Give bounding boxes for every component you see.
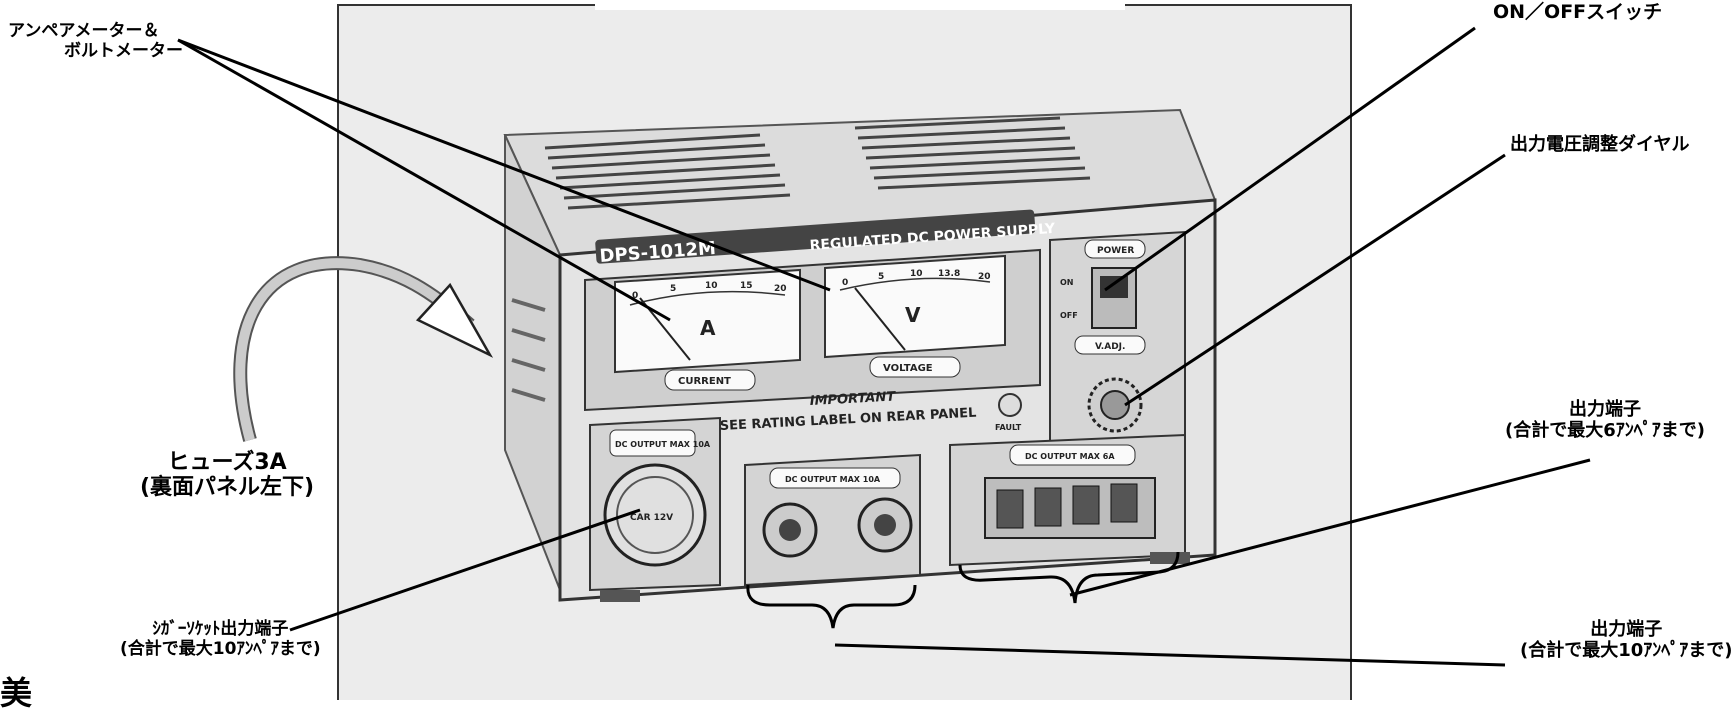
label-ammeter-line1: アンペアメーター＆ bbox=[8, 21, 160, 41]
voltage-dial-knob[interactable] bbox=[1100, 390, 1130, 420]
terminal-plate-text: DC OUTPUT MAX 6A bbox=[1025, 452, 1115, 461]
amp-tick-4: 20 bbox=[774, 284, 787, 294]
fault-lamp bbox=[998, 393, 1022, 417]
label-out10-line1: 出力端子 bbox=[1590, 619, 1663, 640]
power-supply-illustration: DPS-1012M REGULATED DC POWER SUPPLY 0 5 … bbox=[177, 26, 1591, 667]
volt-tick-4: 20 bbox=[978, 272, 991, 282]
foot-right bbox=[1150, 552, 1190, 564]
terminal-plate bbox=[1009, 444, 1136, 466]
binding-plate bbox=[769, 467, 901, 489]
voltmeter-caption: VOLTAGE bbox=[883, 363, 933, 374]
heading-gap bbox=[595, 0, 1125, 10]
off-label: OFF bbox=[1060, 311, 1078, 320]
power-label-plate bbox=[1084, 239, 1146, 259]
label-cigar-line2: (合計で最大10ｱﾝﾍﾟｱまで) bbox=[120, 638, 321, 659]
amp-tick-1: 5 bbox=[670, 284, 676, 294]
binding-plate-text: DC OUTPUT MAX 10A bbox=[785, 475, 881, 484]
terminal-screws[interactable] bbox=[996, 483, 1138, 529]
volt-tick-0: 0 bbox=[842, 278, 848, 288]
label-fuse: ヒューズ3A (裏面パネル左下) bbox=[140, 450, 314, 501]
power-label: POWER bbox=[1097, 246, 1134, 256]
cigar-plate-text: DC OUTPUT MAX 10A bbox=[615, 440, 711, 449]
important-notice: IMPORTANT bbox=[809, 389, 896, 409]
corner-glyph: 美 bbox=[0, 674, 33, 712]
power-rocker[interactable] bbox=[1100, 276, 1128, 298]
ammeter-caption: CURRENT bbox=[678, 376, 731, 387]
label-fuse-line1: ヒューズ3A bbox=[167, 450, 287, 475]
side-vents bbox=[511, 298, 546, 402]
fuse-arrow-fill bbox=[235, 258, 474, 442]
cigar-plate bbox=[609, 429, 696, 457]
amp-tick-2: 10 bbox=[705, 281, 718, 291]
binding-post-minus-core bbox=[874, 514, 896, 536]
brace-terminal-block bbox=[958, 551, 1180, 604]
label-power-switch: ON／OFFスイッチ bbox=[1493, 1, 1663, 23]
label-ammeter-line2: ボルトメーター bbox=[64, 40, 183, 61]
label-output-10a: 出力端子 (合計で最大10ｱﾝﾍﾟｱまで) bbox=[1520, 619, 1733, 661]
on-label: ON bbox=[1060, 278, 1074, 287]
vadj-label-plate bbox=[1074, 335, 1146, 355]
binding-post-plus-core bbox=[779, 519, 801, 541]
volt-tick-2: 10 bbox=[910, 269, 923, 279]
volt-tick-1: 5 bbox=[878, 272, 884, 282]
volt-tick-3: 13.8 bbox=[938, 269, 960, 279]
label-fuse-line2: (裏面パネル左下) bbox=[140, 475, 315, 501]
voltmeter-letter: V bbox=[905, 303, 921, 327]
cigar-socket[interactable] bbox=[603, 463, 707, 567]
label-out6-line2: (合計で最大6ｱﾝﾍﾟｱまで) bbox=[1505, 419, 1705, 441]
amp-tick-0: 0 bbox=[632, 291, 638, 301]
label-out6-line1: 出力端子 bbox=[1568, 399, 1641, 420]
label-out10-line2: (合計で最大10ｱﾝﾍﾟｱまで) bbox=[1520, 639, 1733, 661]
ammeter: 0 5 10 15 20 A bbox=[614, 268, 801, 374]
voltmeter: 0 5 10 13.8 20 V bbox=[824, 254, 1006, 359]
brace-binding-posts bbox=[746, 584, 917, 629]
label-voltage-dial: 出力電圧調整ダイヤル bbox=[1510, 134, 1690, 155]
ammeter-letter: A bbox=[700, 316, 716, 340]
leader-lines bbox=[177, 26, 1591, 667]
amp-tick-3: 15 bbox=[740, 281, 753, 291]
label-cigar-socket: ｼｶﾞｰｿｹｯﾄ出力端子 (合計で最大10ｱﾝﾍﾟｱまで) bbox=[120, 619, 321, 659]
fuse-arrow-head bbox=[415, 282, 494, 358]
cigar-cap-text: CAR 12V bbox=[630, 513, 673, 523]
label-ammeter-voltmeter: アンペアメーター＆ ボルトメーター bbox=[8, 21, 183, 61]
label-output-6a: 出力端子 (合計で最大6ｱﾝﾍﾟｱまで) bbox=[1505, 399, 1705, 441]
voltmeter-caption-plate bbox=[869, 356, 961, 378]
vadj-label: V.ADJ. bbox=[1095, 342, 1125, 352]
foot-left bbox=[600, 590, 640, 602]
model-bar bbox=[595, 209, 1036, 264]
ammeter-caption-plate bbox=[664, 369, 756, 391]
top-vents bbox=[544, 116, 1091, 210]
label-cigar-line1: ｼｶﾞｰｿｹｯﾄ出力端子 bbox=[152, 619, 289, 639]
fault-label: FAULT bbox=[995, 423, 1022, 432]
cigar-socket-cap bbox=[616, 476, 694, 554]
